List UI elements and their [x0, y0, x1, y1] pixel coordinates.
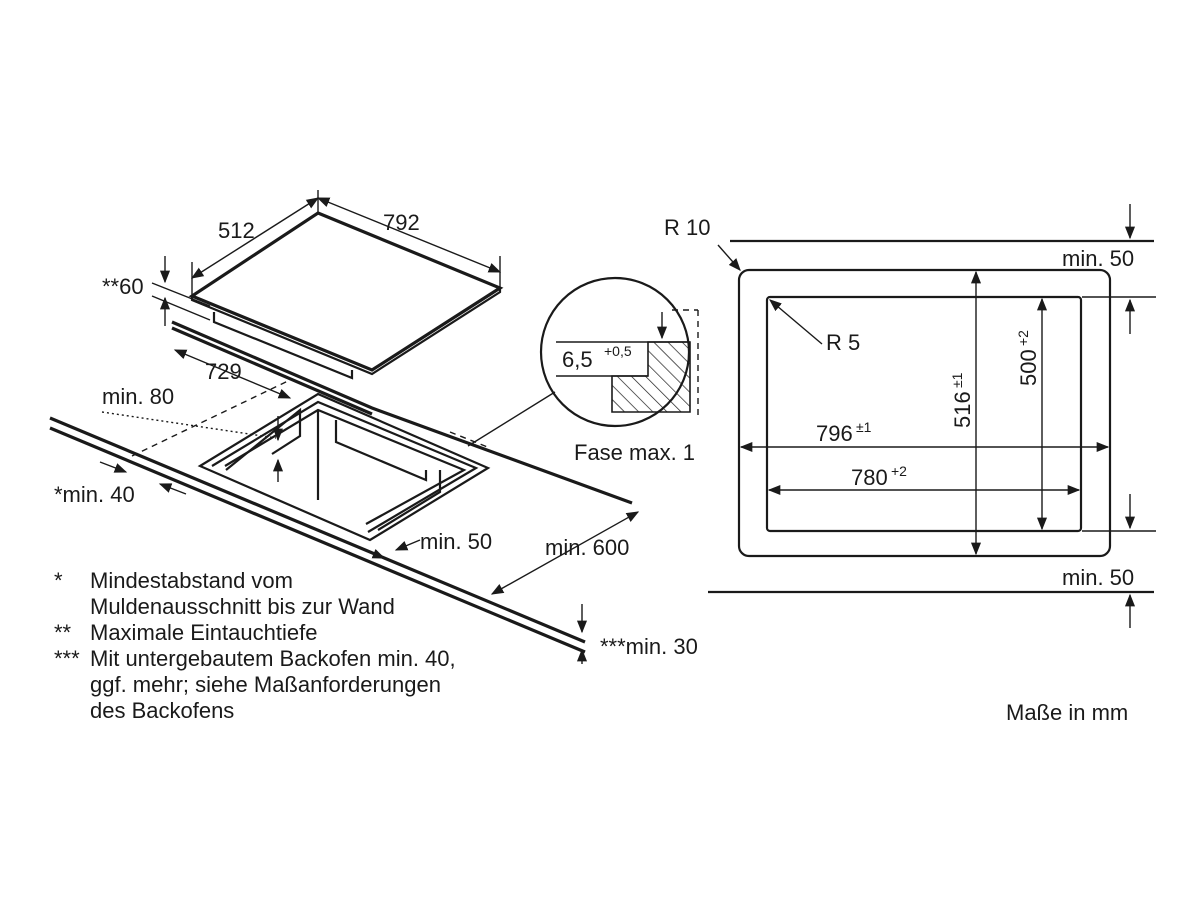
- inner-radius-label: R 5: [826, 330, 860, 355]
- outer-depth-label: 516: [950, 391, 975, 428]
- min-worktop-depth-dimension: [490, 511, 640, 595]
- footnote-3-line-1: Mit untergebautem Backofen min. 40,: [90, 646, 456, 671]
- worktop-cutout: [197, 392, 491, 542]
- outer-radius-label: R 10: [664, 215, 710, 240]
- min-wall-distance-label: *min. 40: [54, 482, 135, 507]
- cutout-offset-dimension: [173, 349, 292, 399]
- footnote-1-line-2: Muldenausschnitt bis zur Wand: [90, 594, 395, 619]
- footnote-2-line-1: Maximale Eintauchtiefe: [90, 620, 318, 645]
- footnote-2: ** Maximale Eintauchtiefe: [54, 620, 554, 646]
- footnote-3-line-3: des Backofens: [90, 698, 235, 723]
- hob-width-dimension: [316, 197, 502, 273]
- inner-depth-label: 500: [1016, 349, 1041, 386]
- min-bottom-distance-label: min. 50: [1062, 565, 1134, 590]
- min-top-distance-label: min. 50: [1062, 246, 1134, 271]
- outer-depth-tolerance: ±1: [949, 372, 965, 388]
- min-side-distance-label: min. 50: [420, 529, 492, 554]
- footnote-1: * Mindestabstand vom Muldenausschnitt bi…: [54, 568, 554, 620]
- footnote-1-mark: *: [54, 568, 63, 593]
- footnote-3: *** Mit untergebautem Backofen min. 40, …: [54, 646, 554, 724]
- inner-width-tolerance: +2: [891, 463, 907, 479]
- inner-cutout-rect: [765, 295, 1083, 533]
- detail-chamfer-label: Fase max. 1: [574, 440, 695, 465]
- outer-width-label: 796: [816, 421, 853, 446]
- cutout-offset-label: 729: [205, 359, 242, 384]
- detail-step-tolerance: +0,5: [604, 343, 632, 359]
- min-worktop-thickness-label: ***min. 30: [600, 634, 698, 659]
- outer-width-tolerance: ±1: [856, 419, 872, 435]
- footnote-3-line-2: ggf. mehr; siehe Maßanforderungen: [90, 672, 441, 697]
- hob-depth-label: 512: [218, 218, 255, 243]
- edge-detail-view: 6,5 +0,5 Fase max. 1: [467, 276, 699, 465]
- outer-cutout-rect: [737, 268, 1112, 558]
- hob-width-label: 792: [383, 210, 420, 235]
- min-front-distance-label: min. 80: [102, 384, 174, 409]
- min-worktop-depth-label: min. 600: [545, 535, 629, 560]
- hob-isometric-view: 512 792 **60 729 min. 80: [49, 190, 698, 664]
- footnote-1-line-1: Mindestabstand vom: [90, 568, 293, 593]
- cutout-plan-view: min. 50 min. 50 R 10 R 5 796 ±1 780 +2 5…: [664, 204, 1156, 628]
- detail-step-height-label: 6,5: [562, 347, 593, 372]
- footnote-2-mark: **: [54, 620, 72, 645]
- hob-depth-dimension: [190, 197, 320, 279]
- units-note: Maße in mm: [1006, 700, 1129, 725]
- inner-width-label: 780: [851, 465, 888, 490]
- min-wall-distance-dimension: [99, 461, 128, 473]
- inner-depth-tolerance: +2: [1015, 330, 1031, 346]
- worktop-edge: [49, 416, 586, 644]
- immersion-depth-label: **60: [102, 274, 144, 299]
- footnote-3-mark: ***: [54, 646, 80, 671]
